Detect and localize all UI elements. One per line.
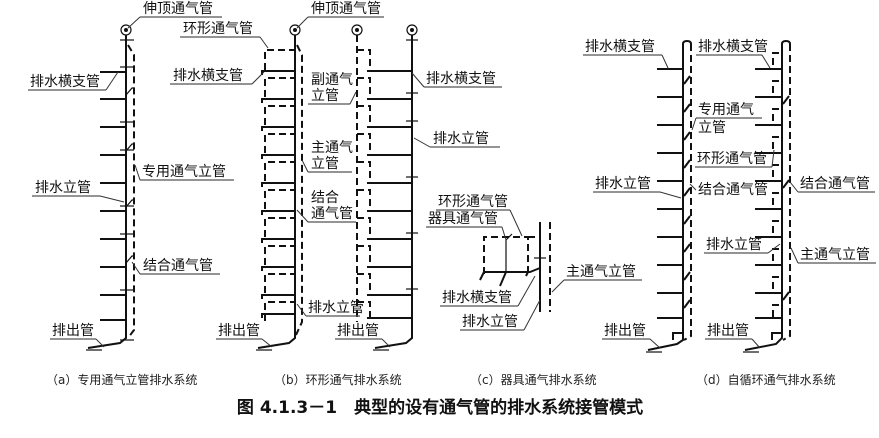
main-vent-riser-d2 bbox=[782, 44, 791, 341]
label-horizontal-branch-c: 排水横支管 bbox=[442, 290, 512, 306]
label-secondary-vent-b-1: 副通气 bbox=[311, 72, 353, 88]
yoke-vent-a4 bbox=[125, 255, 134, 264]
label-loop-vent-b: 环形通气管 bbox=[183, 21, 253, 37]
label-drain-riser-d2: 排水立管 bbox=[706, 237, 762, 253]
label-horizontal-branch-b: 排水横支管 bbox=[173, 68, 243, 84]
label-drain-riser-b: 排水立管 bbox=[308, 300, 364, 316]
main-vent-riser-b bbox=[295, 44, 303, 336]
loop-vents-b bbox=[264, 49, 295, 321]
drain-branches-a bbox=[100, 71, 126, 321]
caption-d: （d）自循环通气排水系统 bbox=[696, 372, 836, 387]
panel-c: 环形通气管 器具通气管 主通气立管 排水横支管 排水立管 （c）器具通气排水系统 bbox=[426, 194, 642, 387]
vent-cap-center bbox=[124, 28, 128, 32]
label-drain-riser-d1: 排水立管 bbox=[595, 176, 651, 192]
drain-riser-d1 bbox=[647, 44, 684, 351]
label-drain-riser-a: 排水立管 bbox=[35, 180, 91, 196]
drain-riser-b bbox=[257, 35, 296, 349]
caption-c: （c）器具通气排水系统 bbox=[470, 372, 597, 387]
yoke-vents-d1 bbox=[683, 75, 691, 309]
label-building-drain-a: 排出管 bbox=[52, 323, 94, 339]
label-dedicated-vent-d-2: 立管 bbox=[698, 120, 726, 136]
label-horizontal-branch-b2: 排水横支管 bbox=[426, 71, 496, 87]
label-loop-vent-c: 环形通气管 bbox=[438, 194, 508, 210]
panel-d: 排水横支管 排水横支管 专用通气 立管 环形通气管 结合通气管 排水立管 结合通… bbox=[583, 39, 876, 387]
yoke-vent-a1 bbox=[125, 87, 134, 96]
dedicated-vent-riser-d1 bbox=[683, 44, 692, 341]
label-horizontal-branch-a: 排水横支管 bbox=[30, 74, 100, 90]
label-drain-riser-c: 排水立管 bbox=[462, 314, 518, 330]
label-yoke-vent-d2: 结合通气管 bbox=[800, 176, 870, 192]
floor-ticks-a bbox=[120, 39, 134, 341]
label-dedicated-vent-a: 专用通气立管 bbox=[142, 164, 226, 180]
label-loop-vent-d: 环形通气管 bbox=[697, 151, 767, 167]
label-main-vent-b-1: 主通气 bbox=[311, 140, 353, 156]
drain-riser-b2 bbox=[374, 35, 413, 349]
label-yoke-vent-b-1: 结合 bbox=[311, 190, 339, 206]
label-drain-riser-b2: 排水立管 bbox=[433, 131, 489, 147]
label-yoke-vent-a: 结合通气管 bbox=[143, 258, 213, 274]
caption-b: （b）环形通气排水系统 bbox=[274, 372, 402, 387]
label-building-drain-d1: 排出管 bbox=[604, 323, 646, 339]
dedicated-vent-riser-a bbox=[127, 44, 135, 339]
panel-a: 伸顶通气管 排水横支管 专用通气立管 排水立管 结合通气管 排出管 （a）专用通… bbox=[28, 1, 234, 387]
drain-branches-b bbox=[261, 70, 295, 318]
caption-a: （a）专用通气立管排水系统 bbox=[46, 372, 197, 387]
label-dedicated-vent-d-1: 专用通气 bbox=[698, 102, 754, 118]
label-building-drain-b: 排出管 bbox=[218, 323, 260, 339]
label-horizontal-branch-d2: 排水横支管 bbox=[698, 39, 768, 55]
loop-vents-b2 bbox=[357, 49, 371, 320]
drain-riser-d2 bbox=[744, 44, 783, 351]
loop-vent-c bbox=[483, 236, 529, 274]
label-yoke-vent-b-2: 通气管 bbox=[311, 206, 353, 222]
drain-branches-d1 bbox=[657, 68, 683, 319]
label-fixture-vent-c: 器具通气管 bbox=[428, 211, 498, 227]
drain-branches-d2 bbox=[755, 68, 782, 319]
figure-title: 图 4.1.3－1 典型的设有通气管的排水系统接管模式 bbox=[237, 397, 643, 418]
yoke-vent-a3 bbox=[125, 199, 134, 208]
label-building-drain-d2: 排出管 bbox=[707, 323, 749, 339]
label-stack-vent-a: 伸顶通气管 bbox=[143, 1, 213, 17]
loop-vents-d2 bbox=[772, 52, 782, 317]
label-building-drain-b2: 排出管 bbox=[337, 323, 379, 339]
label-main-vent-b-2: 立管 bbox=[311, 156, 339, 172]
label-horizontal-branch-d1: 排水横支管 bbox=[585, 39, 655, 55]
label-secondary-vent-b-2: 立管 bbox=[311, 88, 339, 104]
label-main-vent-c: 主通气立管 bbox=[566, 264, 636, 280]
drain-branches-b2 bbox=[367, 70, 412, 319]
label-main-vent-d: 主通气立管 bbox=[800, 247, 870, 263]
yoke-vent-a2 bbox=[125, 143, 134, 152]
label-yoke-vent-d1: 结合通气管 bbox=[698, 182, 768, 198]
panel-b: 伸顶通气管 环形通气管 排水横支管 副通气 立管 主通气 立管 结合 通气管 排… bbox=[170, 1, 502, 387]
horizontal-branch-c bbox=[484, 267, 541, 273]
label-stack-vent-b: 伸顶通气管 bbox=[311, 1, 381, 17]
